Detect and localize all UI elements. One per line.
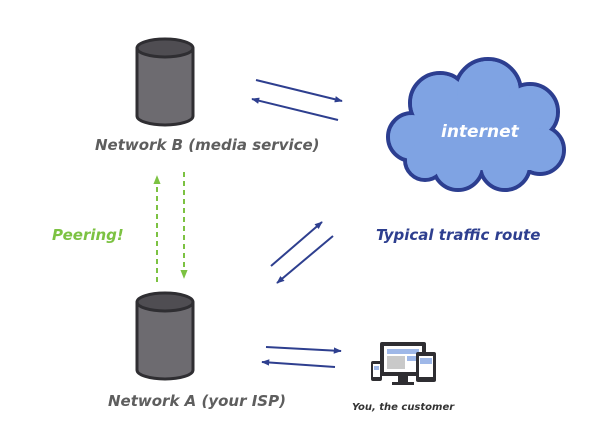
network-b-label: Network B (media service)	[95, 136, 320, 154]
network-a-label: Network A (your ISP)	[108, 392, 286, 410]
peering-label: Peering!	[52, 226, 124, 244]
arrow-customer-to-a	[261, 359, 336, 368]
internet-label: internet	[441, 122, 519, 142]
arrow-internet-to-b	[251, 97, 339, 121]
network-b-database-icon	[135, 37, 195, 127]
arrow-a-to-internet	[270, 221, 323, 267]
network-a-database-icon	[135, 291, 195, 381]
customer-label: You, the customer	[352, 402, 455, 413]
arrow-b-to-internet	[255, 79, 343, 103]
typical-route-label: Typical traffic route	[376, 226, 541, 244]
customer-devices-icon	[371, 342, 436, 385]
arrow-internet-to-a	[276, 235, 334, 284]
arrow-a-to-customer	[265, 346, 342, 354]
internet-cloud-fill	[390, 61, 562, 188]
